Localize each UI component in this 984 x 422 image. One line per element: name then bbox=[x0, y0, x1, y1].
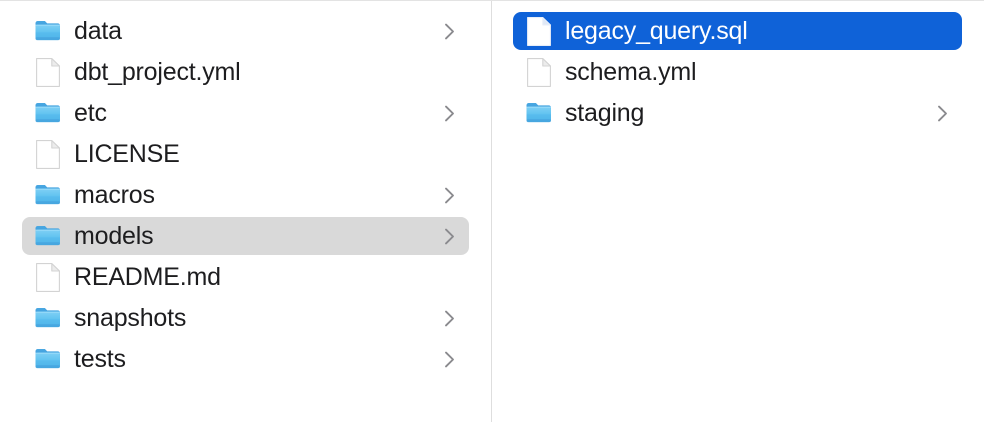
finder-column-models[interactable]: legacy_query.sql schema.yml staging bbox=[492, 1, 983, 422]
file-row[interactable]: LICENSE bbox=[22, 135, 469, 173]
file-row[interactable]: schema.yml bbox=[513, 53, 962, 91]
item-label: tests bbox=[74, 345, 126, 373]
folder-icon bbox=[525, 99, 553, 127]
folder-icon bbox=[34, 222, 62, 250]
folder-row[interactable]: tests bbox=[22, 340, 469, 378]
chevron-right-icon[interactable] bbox=[443, 22, 455, 40]
folder-icon bbox=[34, 304, 62, 332]
item-label: schema.yml bbox=[565, 58, 697, 86]
item-label: data bbox=[74, 17, 122, 45]
folder-row[interactable]: snapshots bbox=[22, 299, 469, 337]
chevron-right-icon[interactable] bbox=[443, 186, 455, 204]
document-icon bbox=[34, 262, 62, 292]
folder-row[interactable]: staging bbox=[513, 94, 962, 132]
folder-icon bbox=[34, 181, 62, 209]
item-label: snapshots bbox=[74, 304, 187, 332]
document-icon bbox=[34, 139, 62, 169]
file-row[interactable]: README.md bbox=[22, 258, 469, 296]
folder-icon bbox=[34, 17, 62, 45]
folder-row[interactable]: etc bbox=[22, 94, 469, 132]
item-label: legacy_query.sql bbox=[565, 17, 748, 45]
document-icon bbox=[525, 57, 553, 87]
file-row[interactable]: dbt_project.yml bbox=[22, 53, 469, 91]
folder-icon bbox=[34, 99, 62, 127]
item-label: staging bbox=[565, 99, 645, 127]
item-label: etc bbox=[74, 99, 107, 127]
item-label: dbt_project.yml bbox=[74, 58, 241, 86]
folder-icon bbox=[34, 345, 62, 373]
folder-row[interactable]: macros bbox=[22, 176, 469, 214]
file-row[interactable]: legacy_query.sql bbox=[513, 12, 962, 50]
document-icon bbox=[525, 16, 553, 46]
item-label: LICENSE bbox=[74, 140, 180, 168]
item-label: macros bbox=[74, 181, 155, 209]
chevron-right-icon[interactable] bbox=[443, 104, 455, 122]
chevron-right-icon[interactable] bbox=[443, 350, 455, 368]
finder-column-project-root[interactable]: data dbt_project.yml etc LICENSE macros bbox=[0, 1, 492, 422]
chevron-right-icon[interactable] bbox=[936, 104, 948, 122]
folder-row[interactable]: data bbox=[22, 12, 469, 50]
document-icon bbox=[34, 57, 62, 87]
item-label: README.md bbox=[74, 263, 221, 291]
folder-row[interactable]: models bbox=[22, 217, 469, 255]
chevron-right-icon[interactable] bbox=[443, 227, 455, 245]
item-label: models bbox=[74, 222, 154, 250]
chevron-right-icon[interactable] bbox=[443, 309, 455, 327]
